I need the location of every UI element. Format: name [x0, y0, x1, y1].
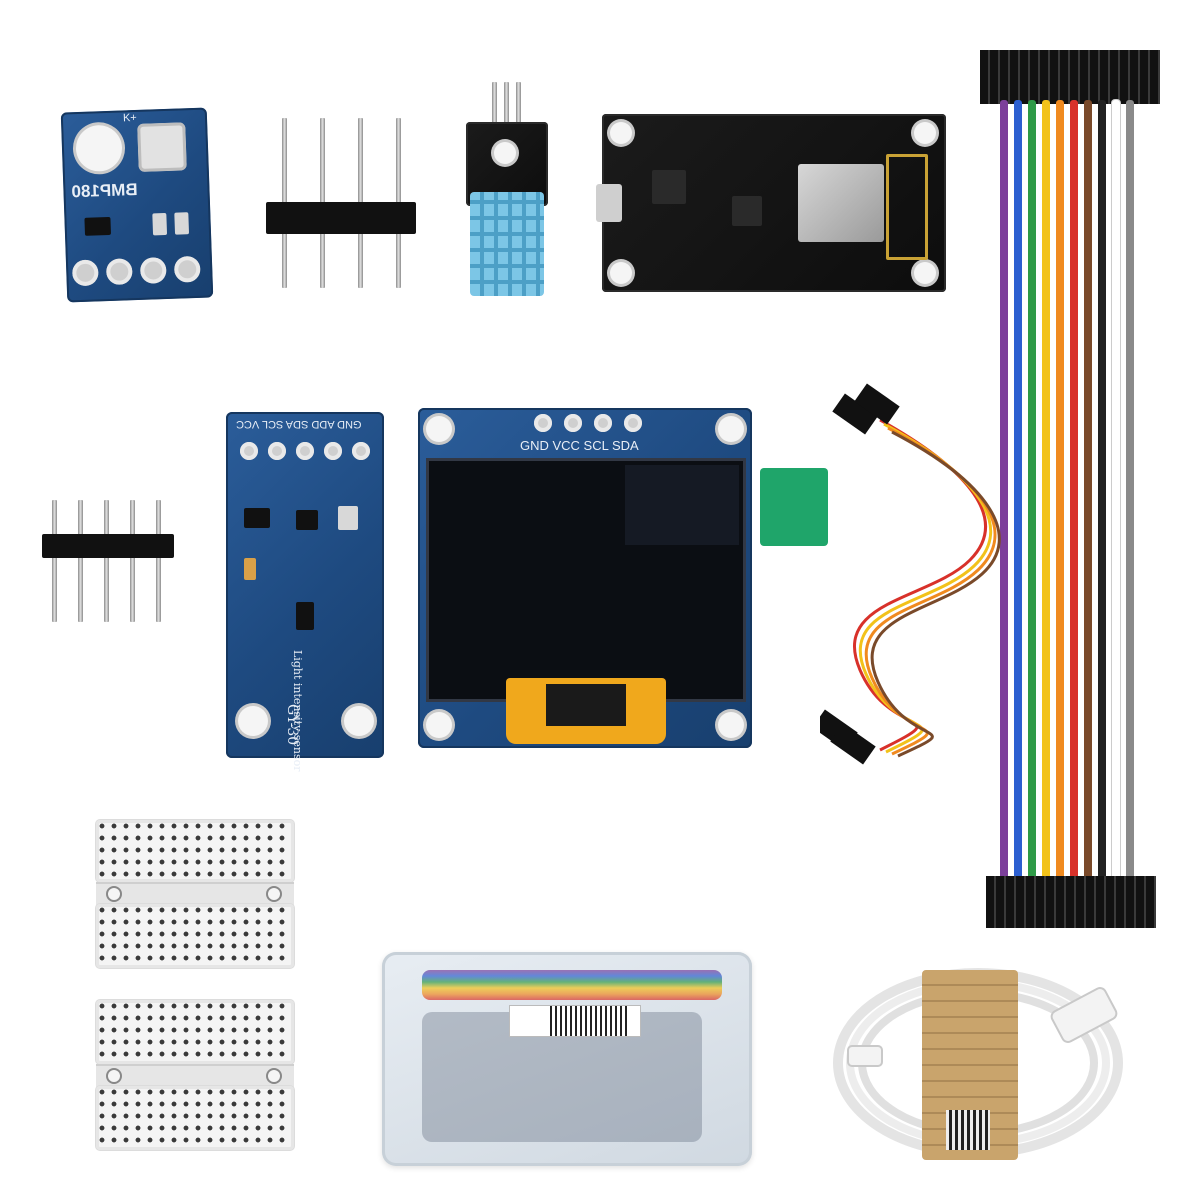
bmp180-label: BMP180	[71, 179, 138, 202]
smd-component	[174, 212, 190, 235]
mini-breadboard-1	[96, 820, 294, 968]
pin-pad	[173, 255, 201, 283]
mini-breadboard-2	[96, 1000, 294, 1150]
protective-film-tab	[760, 468, 828, 546]
esp8266-shield	[798, 164, 884, 242]
nodemcu-esp8266-board	[596, 114, 946, 292]
gy30-model-label: GY-30	[284, 704, 300, 746]
bmp180-corner-mark: K+	[122, 111, 137, 125]
jumper-connectors-bottom	[986, 876, 1156, 928]
wifi-antenna	[886, 154, 928, 260]
dht11-module	[466, 82, 548, 298]
bmp180-sensor-chip	[137, 122, 187, 172]
mounting-hole	[75, 124, 123, 173]
pin-pad	[139, 257, 167, 284]
pin-header-4	[266, 118, 416, 288]
smd-component	[84, 216, 112, 236]
qr-code	[946, 1110, 990, 1150]
jumper-wire-bundle	[980, 30, 1170, 928]
box-rainbow-wires	[422, 970, 722, 1000]
pin-header-5	[42, 500, 174, 622]
oled-display-module: GND VCC SCL SDA	[418, 408, 752, 748]
gy30-pin-labels: GND ADD SDA SCL VCC	[236, 418, 362, 430]
oled-pin-labels: GND VCC SCL SDA	[520, 438, 639, 453]
dht11-sensor-cover	[470, 192, 544, 296]
pin-pad	[105, 258, 133, 286]
clear-storage-box	[382, 952, 752, 1166]
gy30-light-sensor-board: GND ADD SDA SCL VCC Light intensity sens…	[226, 412, 384, 772]
oled-screen	[426, 458, 746, 702]
cable-wrap-label	[922, 970, 1018, 1160]
jumper-connectors-top	[980, 50, 1160, 104]
dupont-cable	[820, 383, 1001, 765]
usb-port	[596, 184, 622, 222]
bmp180-board: K+ BMP180	[60, 107, 214, 303]
smd-component	[152, 212, 168, 236]
pin-pad	[71, 259, 99, 287]
box-barcode-label	[510, 1006, 640, 1036]
oled-ribbon-flex	[506, 678, 666, 744]
